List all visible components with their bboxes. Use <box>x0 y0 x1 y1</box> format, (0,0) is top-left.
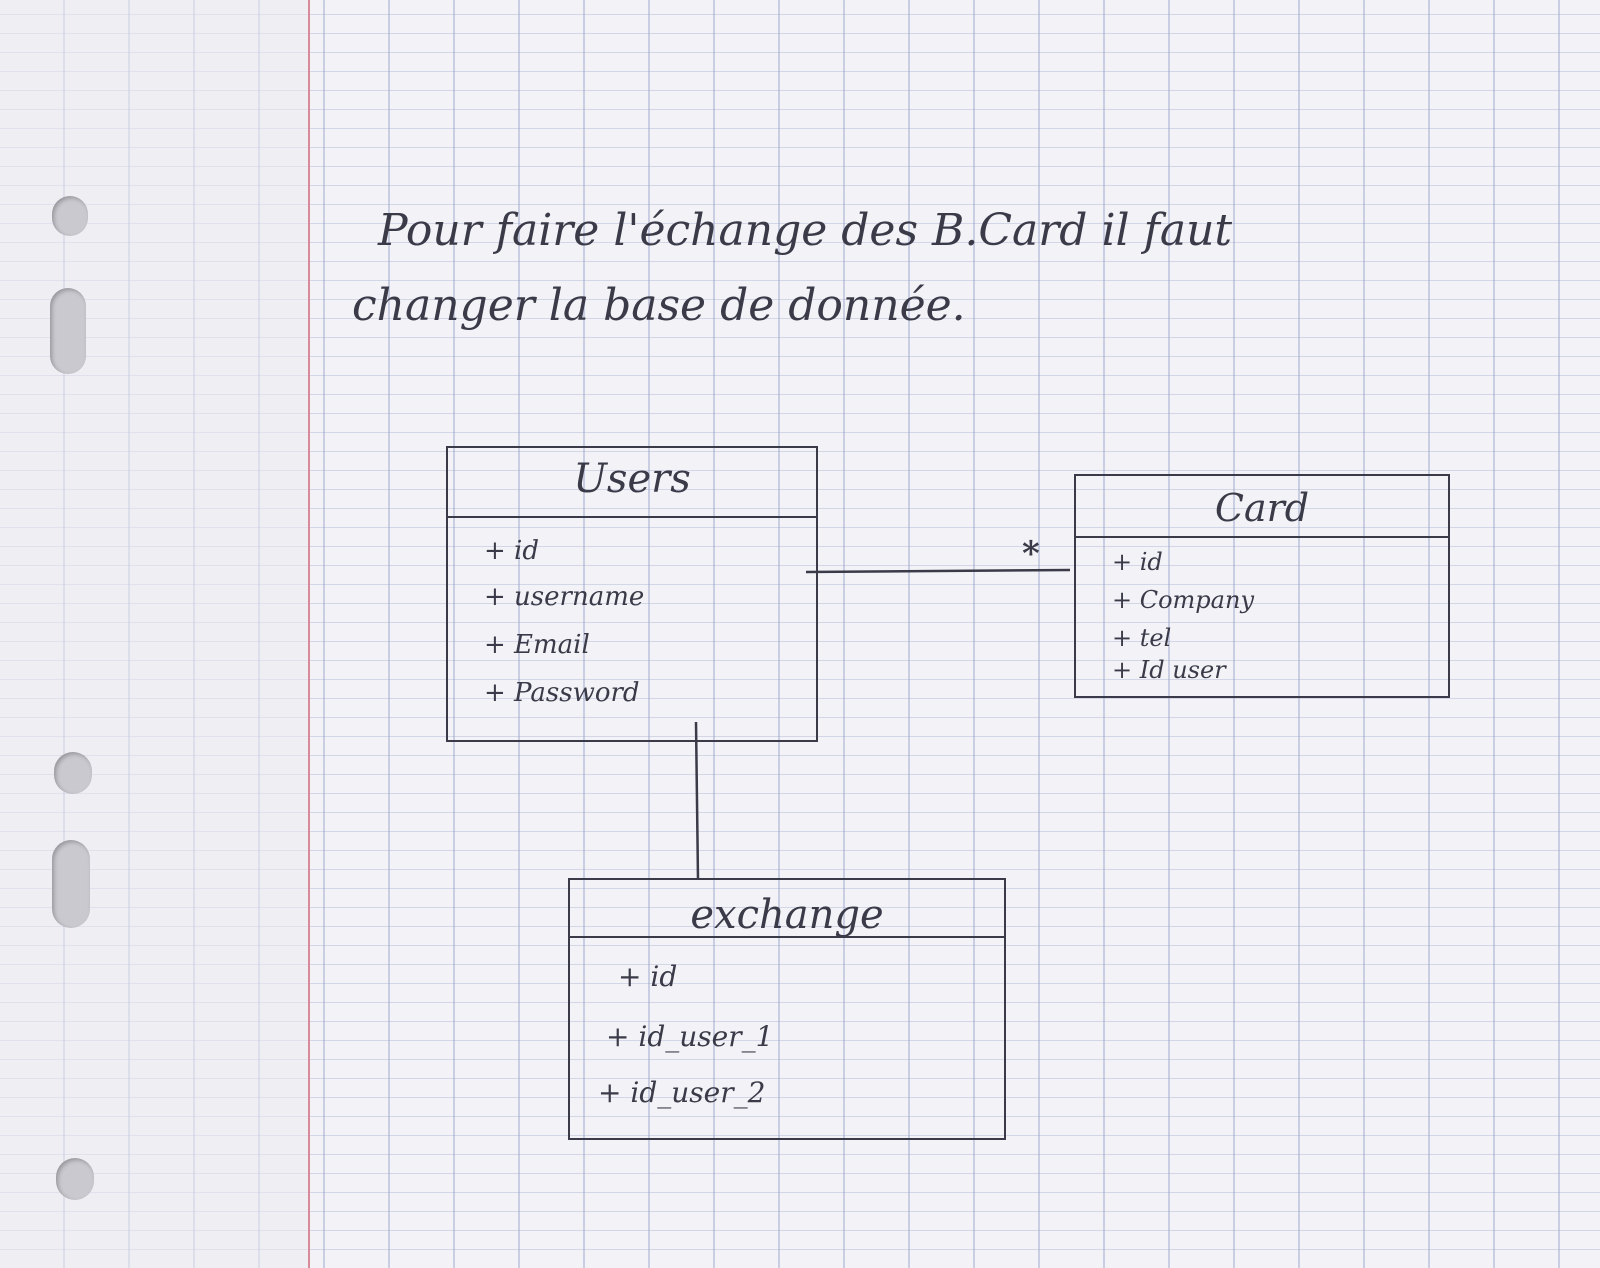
class-card: Card + id + Company + tel + Id user <box>1074 474 1450 698</box>
exchange-attr-id-user-1: + id_user_1 <box>606 1020 774 1053</box>
intro-line-2: changer la base de donnée. <box>352 280 966 331</box>
users-attr-id: + id <box>484 536 540 566</box>
binder-hole-5 <box>56 1158 94 1200</box>
class-users-title: Users <box>573 456 691 502</box>
card-attr-company: + Company <box>1112 586 1254 614</box>
class-exchange-title: exchange <box>690 892 884 938</box>
card-attr-id: + id <box>1112 548 1163 576</box>
margin-red-line <box>308 0 310 1268</box>
class-exchange-divider <box>570 936 1004 938</box>
binder-hole-4 <box>52 840 90 928</box>
intro-line-1: Pour faire l'échange des B.Card il faut <box>378 205 1233 256</box>
class-users: Users + id + username + Email + Password <box>446 446 818 742</box>
exchange-attr-id: + id <box>618 960 678 993</box>
class-users-divider <box>448 516 816 518</box>
page-left-margin <box>0 0 308 1268</box>
binder-hole-2 <box>50 288 86 374</box>
card-attr-id-user: + Id user <box>1112 656 1226 684</box>
users-attr-email: + Email <box>484 630 590 660</box>
exchange-attr-id-user-2: + id_user_2 <box>598 1076 766 1109</box>
card-attr-tel: + tel <box>1112 624 1172 652</box>
users-exchange-link <box>694 721 700 881</box>
users-attr-username: + username <box>484 582 645 612</box>
users-card-link <box>805 568 1071 574</box>
users-attr-password: + Password <box>484 678 640 708</box>
multiplicity-label: * <box>1022 534 1040 574</box>
binder-hole-1 <box>52 196 88 236</box>
class-card-title: Card <box>1214 486 1310 530</box>
binder-hole-3 <box>54 752 92 794</box>
class-card-divider <box>1076 536 1448 538</box>
class-exchange: exchange + id + id_user_1 + id_user_2 <box>568 878 1006 1140</box>
